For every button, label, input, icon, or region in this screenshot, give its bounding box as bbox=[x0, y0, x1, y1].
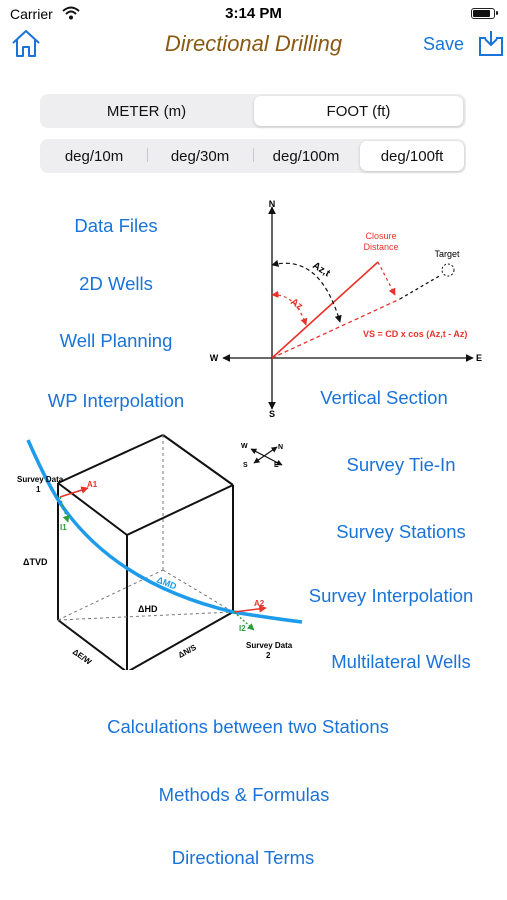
target-marker bbox=[441, 263, 455, 277]
dogleg-option-30m[interactable]: deg/30m bbox=[170, 147, 230, 165]
vs-formula: VS = CD x cos (Az,t - Az) bbox=[363, 329, 467, 339]
ew-label: ΔE/W bbox=[71, 647, 94, 667]
mini-compass-e: E bbox=[274, 462, 279, 469]
survey-data-2-number: 2 bbox=[266, 651, 271, 660]
menu-2d-wells[interactable]: 2D Wells bbox=[79, 273, 153, 294]
menu-survey-stations[interactable]: Survey Stations bbox=[336, 521, 466, 542]
unit-option-meter[interactable]: METER (m) bbox=[106, 102, 187, 120]
azt-label: Az,t bbox=[310, 260, 332, 279]
menu-vertical-section[interactable]: Vertical Section bbox=[320, 387, 448, 408]
unit-segmented-control: METER (m) FOOT (ft) bbox=[40, 94, 466, 128]
menu-wp-interpolation[interactable]: WP Interpolation bbox=[47, 390, 185, 411]
segment-divider bbox=[253, 148, 254, 162]
compass-east-label: E bbox=[476, 353, 482, 363]
i2-label: I2 bbox=[239, 624, 246, 633]
az-label: Az bbox=[288, 296, 304, 312]
dogleg-option-10m[interactable]: deg/10m bbox=[64, 147, 124, 165]
segment-divider bbox=[147, 148, 148, 162]
mini-compass-w: W bbox=[241, 443, 248, 450]
wifi-icon bbox=[62, 6, 80, 20]
battery-icon bbox=[471, 8, 498, 19]
home-icon[interactable] bbox=[10, 27, 42, 59]
carrier-label: Carrier bbox=[10, 6, 53, 22]
menu-directional-terms[interactable]: Directional Terms bbox=[171, 847, 315, 868]
dogleg-option-100m[interactable]: deg/100m bbox=[272, 147, 340, 165]
compass-west-label: W bbox=[210, 353, 219, 363]
survey-data-1-label: Survey Data bbox=[17, 475, 64, 484]
menu-multilateral-wells[interactable]: Multilateral Wells bbox=[331, 651, 471, 672]
page-title: Directional Drilling bbox=[164, 31, 343, 56]
tvd-label: ΔTVD bbox=[23, 557, 48, 567]
a1-label: A1 bbox=[87, 480, 98, 489]
menu-survey-interpolation[interactable]: Survey Interpolation bbox=[308, 585, 474, 606]
well-path-curve bbox=[26, 439, 303, 624]
survey-data-1-number: 1 bbox=[36, 485, 41, 494]
i1-label: I1 bbox=[60, 523, 67, 532]
menu-data-files[interactable]: Data Files bbox=[74, 215, 158, 236]
ns-label: ΔN/S bbox=[177, 643, 199, 660]
status-bar: Carrier 3:14 PM bbox=[0, 0, 507, 26]
unit-option-foot[interactable]: FOOT (ft) bbox=[254, 96, 463, 126]
survey-data-2-label: Survey Data bbox=[246, 641, 293, 650]
a2-label: A2 bbox=[254, 599, 265, 608]
hd-label: ΔHD bbox=[138, 604, 158, 614]
dogleg-segmented-control: deg/10m deg/30m deg/100m deg/100ft bbox=[40, 139, 466, 173]
distance-label: Distance bbox=[363, 242, 398, 252]
menu-well-planning[interactable]: Well Planning bbox=[59, 330, 173, 351]
compass-south-label: S bbox=[269, 409, 275, 419]
export-icon[interactable] bbox=[477, 28, 505, 58]
mini-compass-s: S bbox=[243, 462, 248, 469]
mini-compass-n: N bbox=[278, 444, 283, 451]
save-button[interactable]: Save bbox=[423, 34, 465, 54]
menu-calculations-two-stations[interactable]: Calculations between two Stations bbox=[107, 716, 389, 737]
vertical-section-diagram: N S W E Az,t Az Closure Distance Target … bbox=[210, 199, 482, 419]
survey-3d-diagram: W N S E Survey Data 1 A1 I1 ΔTVD ΔMD ΔHD… bbox=[17, 434, 303, 670]
target-label: Target bbox=[434, 249, 460, 259]
dogleg-option-100ft[interactable]: deg/100ft bbox=[360, 141, 464, 171]
status-time: 3:14 PM bbox=[225, 5, 282, 22]
closure-label: Closure bbox=[365, 231, 396, 241]
menu-survey-tie-in[interactable]: Survey Tie-In bbox=[346, 454, 456, 475]
menu-methods-formulas[interactable]: Methods & Formulas bbox=[158, 784, 330, 805]
compass-north-label: N bbox=[269, 199, 276, 209]
